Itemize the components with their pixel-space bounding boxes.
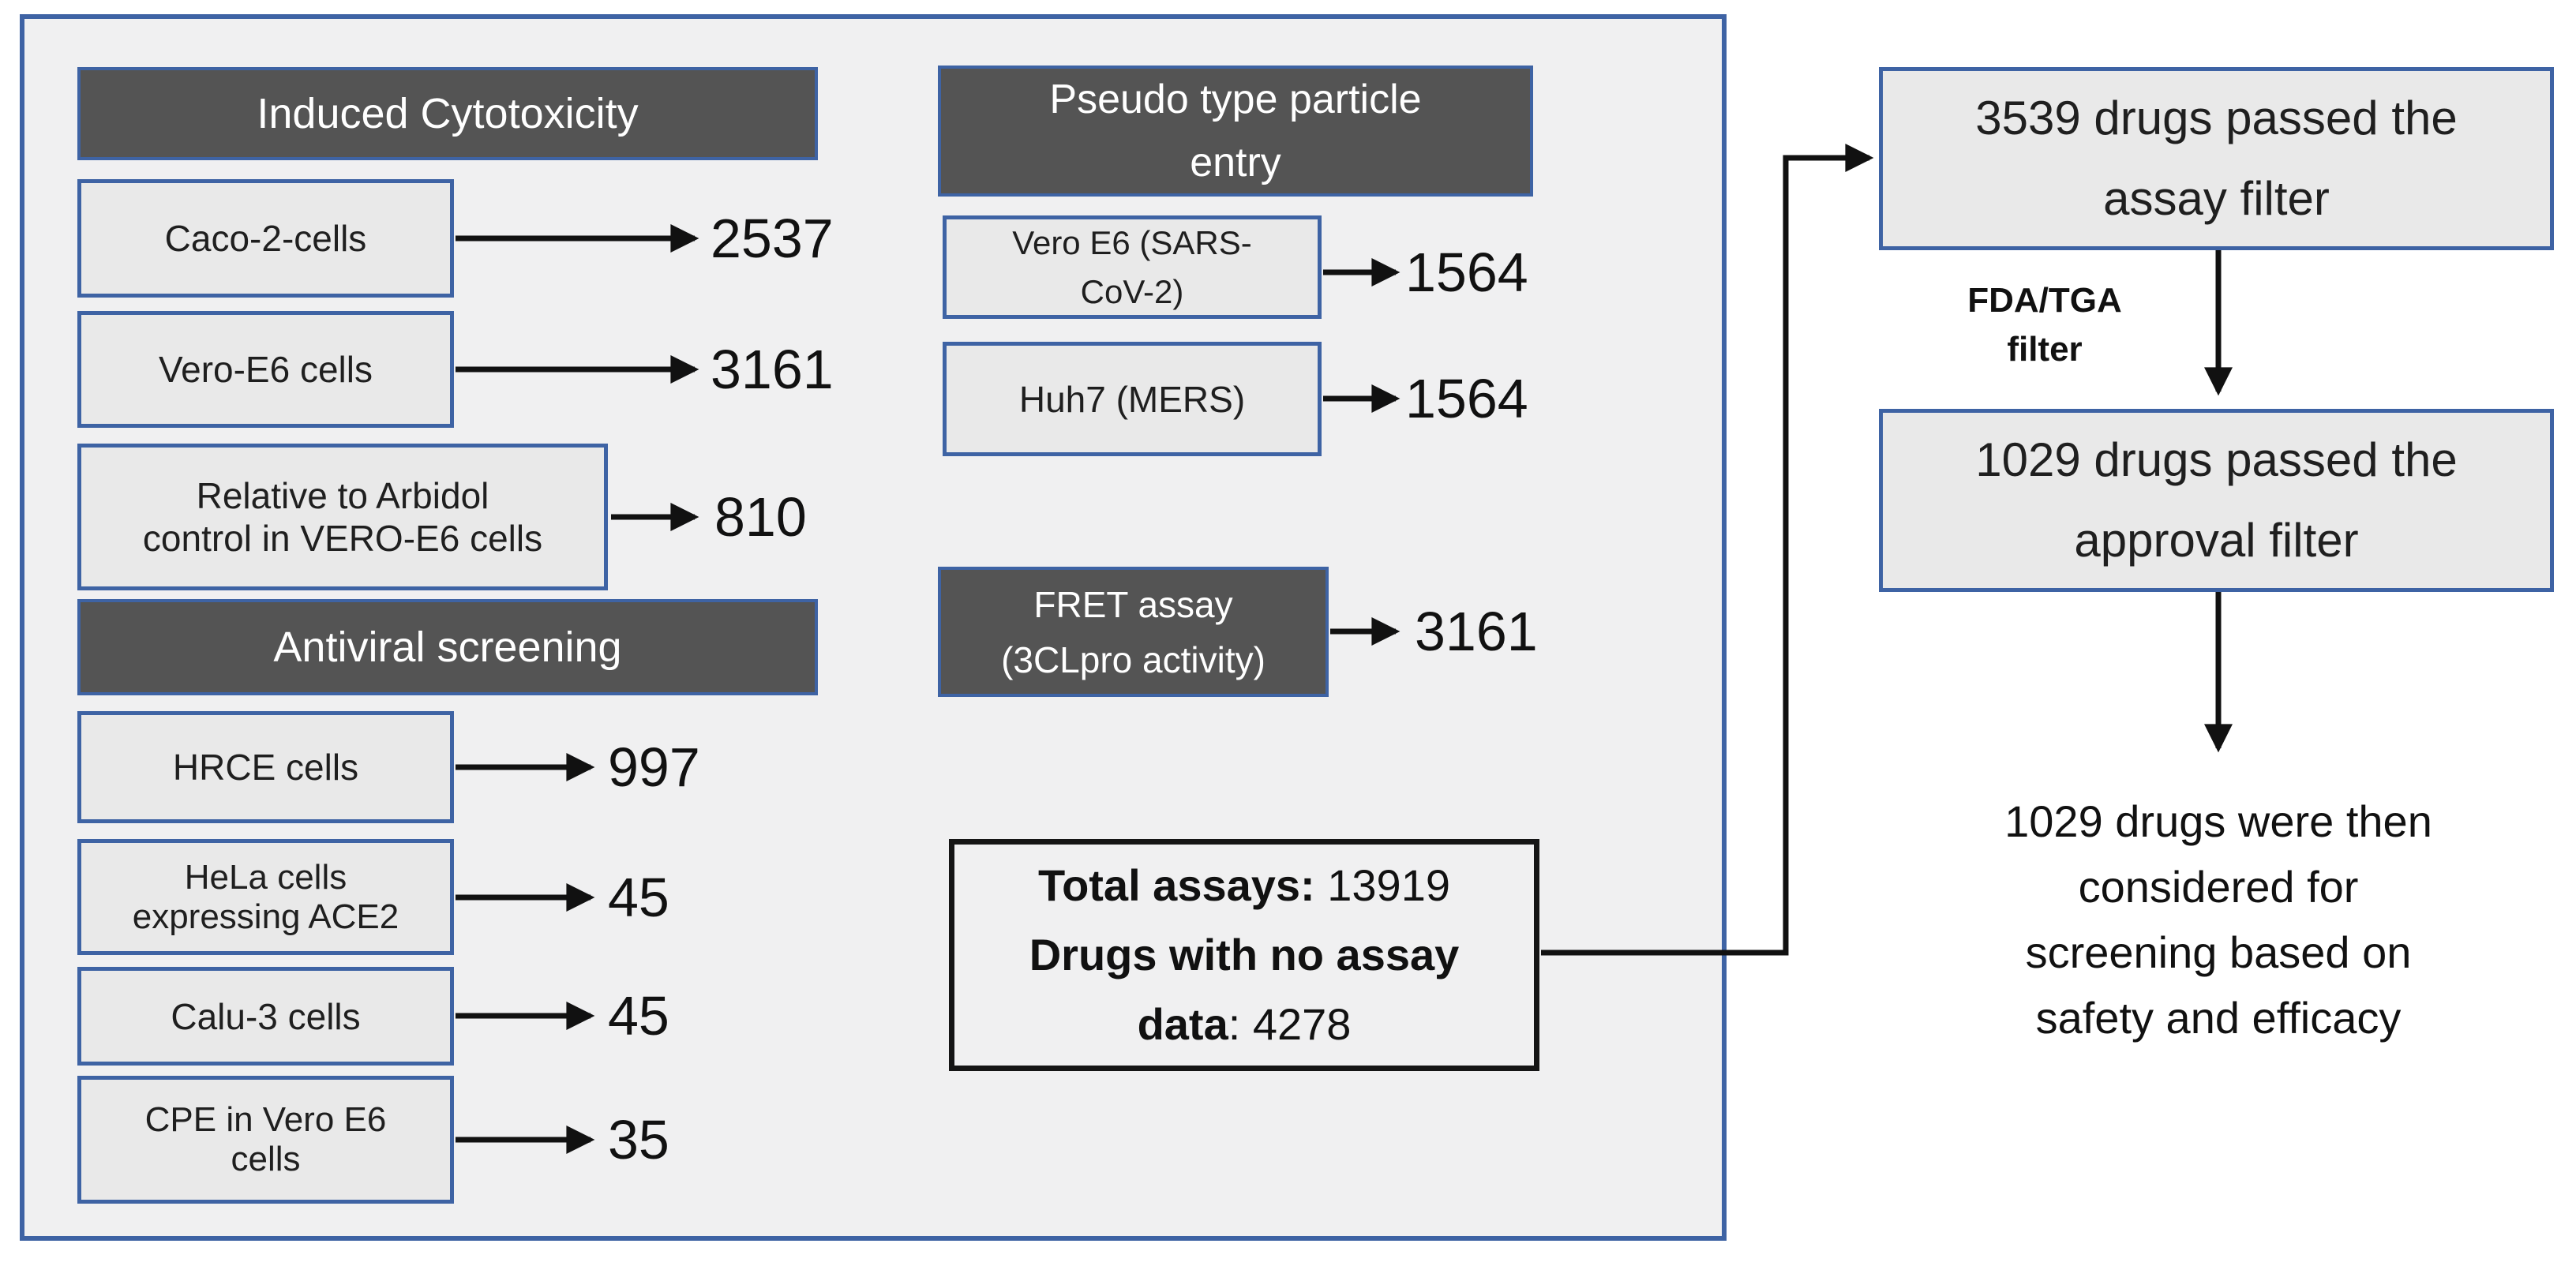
antiviral-screening-header: Antiviral screening: [77, 599, 818, 695]
no-assay-data-line: Drugs with no assay: [1029, 930, 1460, 979]
huh7-mers-value: 1564: [1405, 368, 1528, 429]
vero-e6-cells-value: 3161: [711, 339, 834, 400]
arbidol-control-box: Relative to Arbidol control in VERO-E6 c…: [77, 444, 608, 590]
fret-assay-box: FRET assay (3CLpro activity): [938, 567, 1329, 697]
hela-ace2-value: 45: [608, 867, 669, 928]
hela-ace2-box: HeLa cells expressing ACE2: [77, 839, 454, 955]
caco-2-cells-box: Caco-2-cells: [77, 179, 454, 298]
hrce-cells-value: 997: [608, 736, 700, 798]
no-assay-data-count-line: data: 4278: [1137, 999, 1352, 1049]
vero-e6-cells-box: Vero-E6 cells: [77, 311, 454, 428]
hrce-cells-box: HRCE cells: [77, 711, 454, 823]
fda-tga-filter-label: FDA/TGA filter: [1967, 281, 2122, 369]
calu-3-cells-box: Calu-3 cells: [77, 967, 454, 1066]
cpe-vero-e6-value: 35: [608, 1109, 669, 1170]
calu-3-cells-value: 45: [608, 985, 669, 1047]
assay-filter-box: 3539 drugs passed the assay filter: [1879, 67, 2554, 250]
arbidol-control-value: 810: [714, 486, 807, 548]
fret-assay-value: 3161: [1415, 601, 1538, 662]
total-assays-box: Total assays: 13919 Drugs with no assay …: [949, 839, 1539, 1071]
pseudo-particle-header: Pseudo type particle entry: [938, 66, 1533, 197]
vero-e6-sars-cov2-value: 1564: [1405, 242, 1528, 303]
huh7-mers-box: Huh7 (MERS): [943, 342, 1322, 456]
caco-2-cells-value: 2537: [711, 208, 834, 269]
induced-cytotoxicity-header: Induced Cytotoxicity: [77, 67, 818, 160]
approval-filter-box: 1029 drugs passed the approval filter: [1879, 409, 2554, 592]
final-screening-note: 1029 drugs were then considered for scre…: [2004, 796, 2432, 1043]
total-assays-line: Total assays: 13919: [1038, 860, 1450, 910]
vero-e6-sars-cov2-box: Vero E6 (SARS- CoV-2): [943, 215, 1322, 319]
cpe-vero-e6-box: CPE in Vero E6 cells: [77, 1076, 454, 1204]
